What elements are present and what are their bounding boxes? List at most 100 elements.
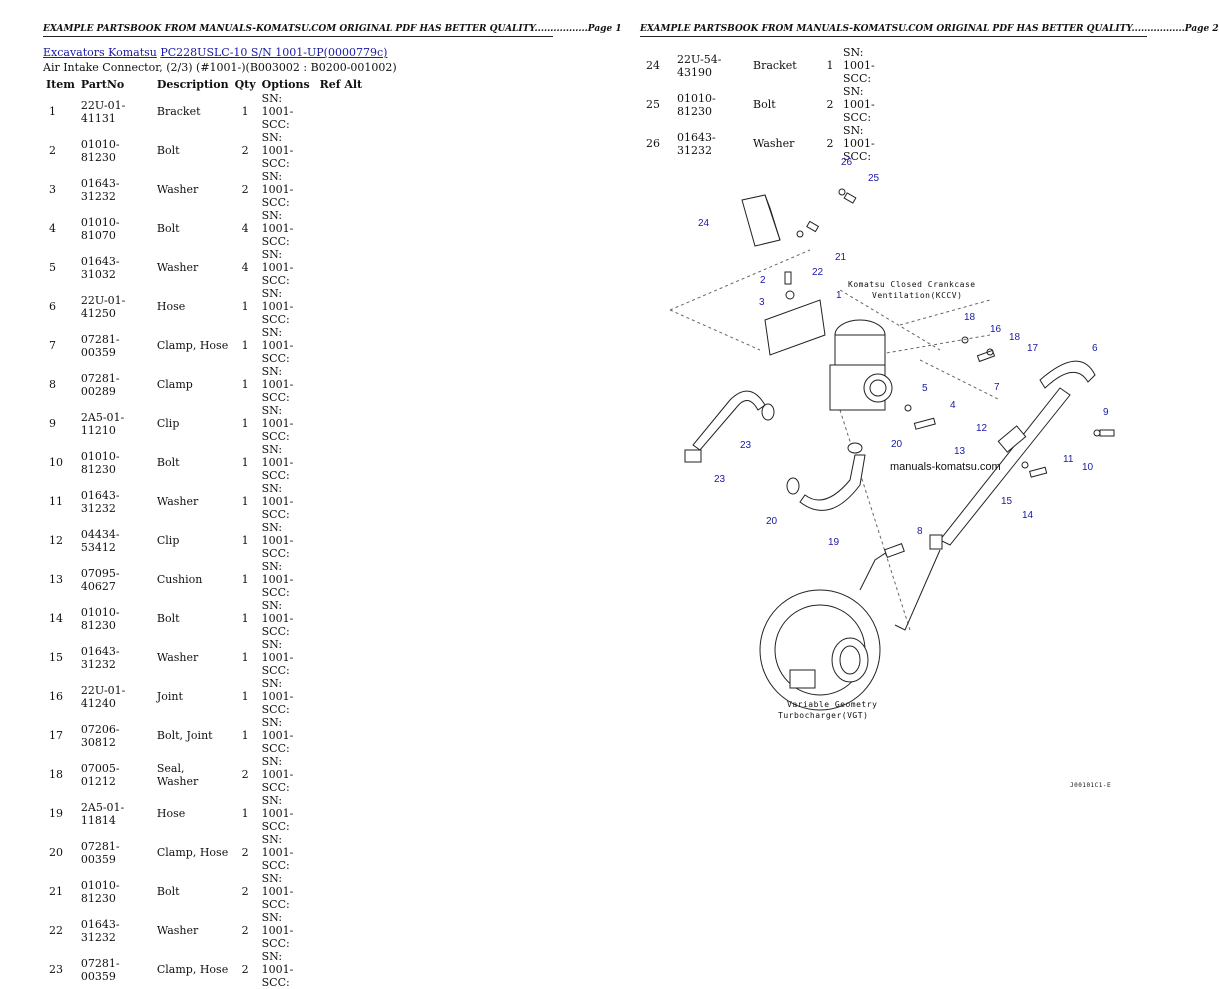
qty-cell: 1 — [241, 612, 249, 625]
item-cell: 24 — [646, 59, 660, 72]
callout-26: 26 — [841, 157, 853, 168]
callout-9: 9 — [1103, 407, 1109, 418]
vgt-label-line2: Turbocharger(VGT) — [778, 711, 868, 720]
qty-cell: 2 — [826, 98, 834, 111]
page-header-left: EXAMPLE PARTSBOOK FROM MANUALS-KOMATSU.C… — [43, 24, 622, 37]
callout-1: 1 — [836, 290, 842, 301]
description-cell: Washer — [156, 261, 199, 274]
figure-code: J00101C1-E — [1070, 782, 1111, 789]
item-cell: 13 — [49, 573, 63, 586]
options-cell: SN: 1001- SCC: — [261, 326, 294, 365]
item-cell: 16 — [49, 690, 63, 703]
partno-cell: 07206-30812 — [80, 722, 120, 749]
ref-alt-cell — [317, 716, 366, 755]
item-cell: 18 — [49, 768, 63, 781]
qty-cell: 1 — [241, 651, 249, 664]
table-header-row: Item PartNo Description Qty Options Ref … — [43, 76, 365, 92]
ref-alt-cell — [898, 46, 904, 85]
item-cell: 11 — [49, 495, 63, 508]
breadcrumb-link-excavators[interactable]: Excavators Komatsu — [43, 46, 157, 59]
item-cell: 23 — [49, 963, 63, 976]
ref-alt-cell — [317, 326, 366, 365]
partno-cell: 01643-31232 — [80, 176, 120, 203]
callout-21: 21 — [835, 252, 847, 263]
item-cell: 20 — [49, 846, 63, 859]
options-cell: SN: 1001- SCC: — [261, 911, 294, 950]
item-cell: 26 — [646, 137, 660, 150]
ref-alt-cell — [317, 638, 366, 677]
partno-cell: 07281-00359 — [80, 956, 120, 983]
kccv-label-line2: Ventilation(KCCV) — [872, 291, 962, 300]
partno-cell: 2A5-01-11210 — [80, 410, 125, 437]
description-cell: Seal, Washer — [156, 761, 199, 788]
options-cell: SN: 1001- SCC: — [261, 443, 294, 482]
partno-cell: 01010-81230 — [80, 137, 120, 164]
callout-3: 3 — [759, 297, 765, 308]
ref-alt-cell — [317, 599, 366, 638]
item-cell: 22 — [49, 924, 63, 937]
item-cell: 21 — [49, 885, 63, 898]
callout-18a: 18 — [964, 312, 976, 323]
qty-cell: 1 — [826, 59, 834, 72]
qty-cell: 2 — [826, 137, 834, 150]
qty-cell: 2 — [241, 768, 249, 781]
item-cell: 25 — [646, 98, 660, 111]
partno-cell: 07095-40627 — [80, 566, 120, 593]
partno-cell: 01010-81230 — [80, 449, 120, 476]
options-cell: SN: 1001- SCC: — [261, 287, 294, 326]
ref-alt-cell — [317, 404, 366, 443]
item-cell: 6 — [49, 300, 56, 313]
qty-cell: 1 — [241, 300, 249, 313]
breadcrumb-link-model[interactable]: PC228USLC-10 S/N 1001-UP(0000779c) — [160, 46, 388, 59]
partno-cell: 22U-01-41250 — [80, 293, 126, 320]
watermark: manuals-komatsu.com — [890, 461, 1001, 473]
options-cell: SN: 1001- SCC: — [261, 92, 294, 131]
col-partno: PartNo — [80, 77, 125, 91]
callout-2: 2 — [760, 275, 766, 286]
callout-12: 12 — [976, 423, 988, 434]
ref-alt-cell — [317, 443, 366, 482]
options-cell: SN: 1001- SCC: — [261, 872, 294, 911]
parts-table-page1: Item PartNo Description Qty Options Ref … — [43, 76, 365, 989]
qty-cell: 1 — [241, 807, 249, 820]
qty-cell: 1 — [241, 339, 249, 352]
ref-alt-cell — [317, 365, 366, 404]
ref-alt-cell — [317, 794, 366, 833]
callout-17: 17 — [1027, 343, 1039, 354]
ref-alt-cell — [317, 482, 366, 521]
callout-16: 16 — [990, 324, 1002, 335]
partno-cell: 01643-31232 — [80, 644, 120, 671]
qty-cell: 1 — [241, 534, 249, 547]
callout-20a: 20 — [891, 439, 903, 450]
partno-cell: 01010-81230 — [80, 605, 120, 632]
options-cell: SN: 1001- SCC: — [261, 950, 294, 989]
options-cell: SN: 1001- SCC: — [261, 755, 294, 794]
options-cell: SN: 1001- SCC: — [261, 209, 294, 248]
qty-cell: 2 — [241, 183, 249, 196]
item-cell: 15 — [49, 651, 63, 664]
description-cell: Bracket — [753, 59, 797, 72]
ref-alt-cell — [317, 872, 366, 911]
partno-cell: 01643-31032 — [80, 254, 120, 281]
description-cell: Clamp — [156, 378, 193, 391]
breadcrumb: Excavators Komatsu PC228USLC-10 S/N 1001… — [43, 46, 387, 59]
partno-cell: 01010-81230 — [80, 878, 120, 905]
item-cell: 7 — [49, 339, 56, 352]
qty-cell: 1 — [241, 456, 249, 469]
description-cell: Washer — [156, 495, 199, 508]
description-cell: Cushion — [156, 573, 203, 586]
description-cell: Clamp, Hose — [156, 846, 229, 859]
description-cell: Washer — [156, 651, 199, 664]
description-cell: Bolt, Joint — [156, 729, 213, 742]
